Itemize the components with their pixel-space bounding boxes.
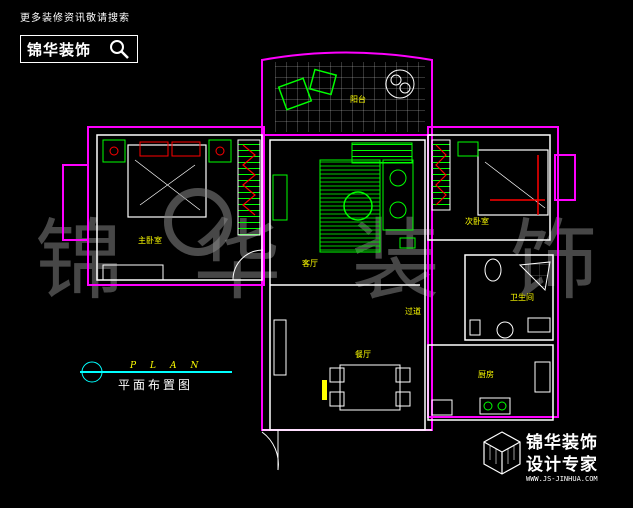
label-aisle: 过道: [405, 307, 421, 316]
living-room-furniture: [232, 142, 416, 281]
inner-walls: [96, 134, 554, 431]
brand-name: 锦华装饰: [27, 40, 92, 59]
label-balcony: 阳台: [350, 95, 366, 104]
logo-line1: 锦华装饰: [526, 433, 598, 453]
logo-mark: [483, 431, 521, 475]
plan-symbol: [80, 361, 232, 383]
plan-word: PLAN: [130, 361, 213, 371]
label-second-bedroom: 次卧室: [465, 217, 489, 226]
dining-room-furniture: [261, 319, 411, 471]
second-bedroom-furniture: [431, 139, 549, 216]
label-dining-room: 餐厅: [355, 350, 371, 359]
label-kitchen: 厨房: [478, 370, 494, 379]
kitchen-fixtures: [431, 361, 551, 416]
plan-title: 平面布置图: [118, 378, 194, 392]
logo-line2: 设计专家: [526, 455, 598, 475]
brand-search-box[interactable]: 锦华装饰: [20, 35, 138, 63]
label-living-room: 客厅: [302, 259, 318, 268]
logo-url: WWW.JS-JINHUA.COM: [526, 475, 598, 483]
tagline: 更多装修资讯敬请搜索: [20, 13, 130, 24]
balcony-area: [261, 51, 433, 136]
company-logo: 锦华装饰 设计专家 WWW.JS-JINHUA.COM: [478, 428, 628, 494]
label-bathroom: 卫生间: [510, 293, 534, 302]
label-master-bedroom: 主卧室: [138, 236, 162, 245]
bathroom-fixtures: [469, 258, 551, 339]
master-bedroom-furniture: [102, 139, 261, 281]
search-icon: [110, 40, 129, 59]
